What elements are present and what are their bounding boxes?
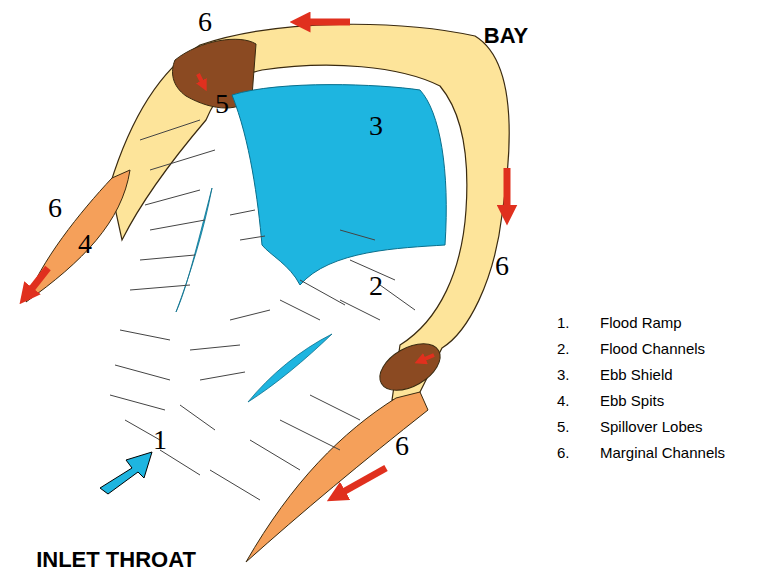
hatch-stroke xyxy=(230,310,270,320)
hatch-stroke xyxy=(210,470,260,500)
hatch-stroke xyxy=(115,365,170,380)
ramp-hatching xyxy=(110,120,415,500)
spillover-lobe xyxy=(372,334,448,400)
hatch-stroke xyxy=(380,285,415,310)
hatch-stroke xyxy=(140,120,200,140)
callout-number: 6 xyxy=(395,432,409,460)
flood-channel xyxy=(248,334,332,402)
legend-number: 3. xyxy=(557,367,570,382)
hatch-stroke xyxy=(190,345,240,350)
bay-water xyxy=(232,85,446,285)
hatch-stroke xyxy=(280,300,320,320)
hatch-stroke xyxy=(300,280,345,305)
callout-number: 3 xyxy=(369,112,383,140)
hatch-stroke xyxy=(150,220,205,230)
flood-arrow xyxy=(100,452,152,494)
callout-number: 2 xyxy=(369,272,383,300)
legend-number: 5. xyxy=(557,419,570,434)
region-label: INLET THROAT xyxy=(36,549,196,571)
hatch-stroke xyxy=(110,395,165,410)
legend-number: 4. xyxy=(557,393,570,408)
legend-number: 6. xyxy=(557,445,570,460)
legend-text: Marginal Channels xyxy=(600,445,725,460)
hatch-stroke xyxy=(120,330,170,340)
hatch-stroke xyxy=(340,230,375,240)
hatch-stroke xyxy=(310,395,360,420)
legend-number: 1. xyxy=(557,315,570,330)
callout-number: 5 xyxy=(215,90,229,118)
ebb-shield xyxy=(110,24,509,400)
legend-text: Spillover Lobes xyxy=(600,419,703,434)
hatch-stroke xyxy=(240,236,265,240)
hatch-stroke xyxy=(250,440,300,470)
callout-number: 1 xyxy=(153,426,167,454)
ebb-spit xyxy=(26,170,130,302)
ebb-spit xyxy=(246,392,428,562)
flow-arrows xyxy=(198,74,434,361)
hatch-stroke xyxy=(145,190,200,205)
legend-text: Flood Channels xyxy=(600,341,705,356)
hatch-stroke xyxy=(180,405,215,430)
callout-number: 6 xyxy=(495,252,509,280)
callout-number: 6 xyxy=(198,8,212,36)
flood-channel xyxy=(176,188,212,312)
callout-number: 6 xyxy=(48,194,62,222)
hatch-stroke xyxy=(200,372,245,380)
hatch-stroke xyxy=(150,150,215,170)
hatch-stroke xyxy=(340,300,380,320)
legend-number: 2. xyxy=(557,341,570,356)
region-label: BAY xyxy=(484,25,528,47)
callout-number: 4 xyxy=(78,230,92,258)
hatch-stroke xyxy=(280,420,340,450)
legend-text: Flood Ramp xyxy=(600,315,682,330)
flow-arrows xyxy=(26,22,507,496)
legend-text: Ebb Shield xyxy=(600,367,673,382)
legend-text: Ebb Spits xyxy=(600,393,664,408)
hatch-stroke xyxy=(130,285,190,290)
hatch-stroke xyxy=(140,255,195,260)
hatch-stroke xyxy=(230,210,255,215)
